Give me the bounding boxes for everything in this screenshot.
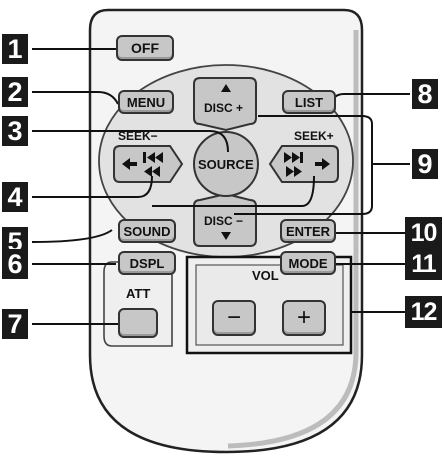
seek-plus-label: SEEK+ bbox=[294, 129, 334, 143]
callout-1: 1 bbox=[2, 34, 28, 64]
source-button[interactable]: SOURCE bbox=[198, 157, 254, 172]
seek-minus-label: SEEK− bbox=[118, 129, 158, 143]
vol-label: VOL bbox=[252, 268, 279, 283]
callout-8: 8 bbox=[412, 79, 438, 109]
mode-button[interactable]: MODE bbox=[280, 251, 336, 275]
callout-10: 10 bbox=[405, 217, 442, 249]
list-button[interactable]: LIST bbox=[282, 90, 336, 114]
dspl-button[interactable]: DSPL bbox=[118, 251, 176, 275]
callout-2: 2 bbox=[2, 77, 28, 107]
off-button[interactable]: OFF bbox=[116, 35, 174, 61]
att-label: ATT bbox=[126, 286, 151, 301]
callout-12: 12 bbox=[405, 296, 442, 328]
callout-6: 6 bbox=[2, 249, 28, 279]
menu-button[interactable]: MENU bbox=[118, 90, 174, 114]
disc-minus-button[interactable]: DISC − bbox=[204, 214, 244, 228]
att-button[interactable] bbox=[118, 308, 158, 338]
disc-plus-button[interactable]: DISC + bbox=[204, 101, 244, 115]
vol-plus-button[interactable]: + bbox=[282, 300, 326, 336]
callout-3: 3 bbox=[2, 116, 28, 146]
callout-9: 9 bbox=[412, 149, 438, 179]
callout-7: 7 bbox=[2, 309, 28, 339]
vol-minus-button[interactable]: − bbox=[212, 300, 256, 336]
sound-button[interactable]: SOUND bbox=[118, 219, 176, 243]
enter-button[interactable]: ENTER bbox=[280, 219, 336, 243]
callout-11: 11 bbox=[405, 248, 442, 280]
callout-4: 4 bbox=[2, 182, 28, 212]
